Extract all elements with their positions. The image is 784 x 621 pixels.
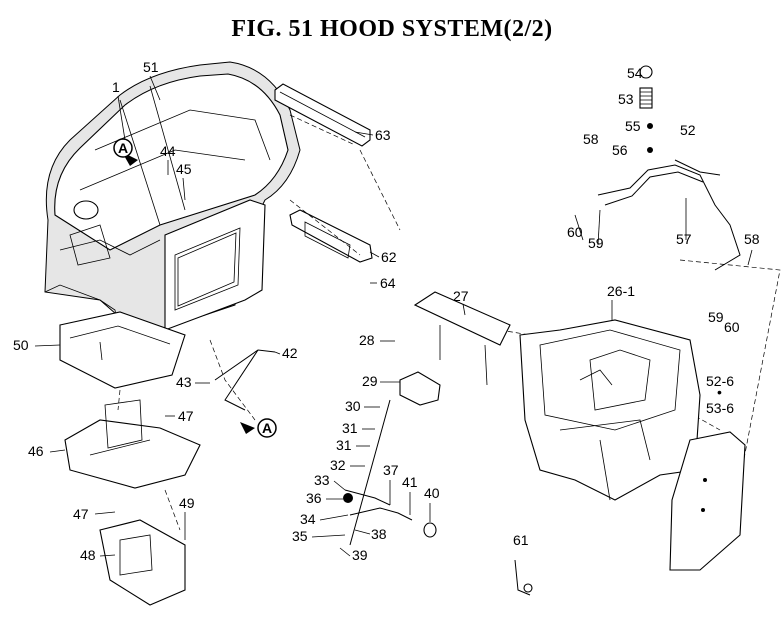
callout-label: 61 — [513, 532, 529, 548]
callout-label: 30 — [345, 398, 361, 414]
callout-label: 47 — [73, 506, 89, 522]
callout-label: 33 — [314, 472, 330, 488]
callout-label: 52 — [680, 122, 696, 138]
callout-label: 49 — [179, 495, 195, 511]
cap-part-54 — [639, 65, 653, 79]
rail-part-62 — [289, 209, 373, 263]
callout-label: 58 — [583, 131, 599, 147]
callout-label: 51 — [143, 59, 159, 75]
callout-label: 26-1 — [607, 283, 635, 299]
callout-label: 44 — [160, 143, 176, 159]
callout-label: 35 — [292, 528, 308, 544]
callout-label: • — [717, 384, 722, 400]
panel-part-50 — [59, 311, 186, 389]
spring-part-53 — [639, 87, 653, 109]
callout-label: 1 — [112, 79, 120, 95]
pin-part-61 — [514, 559, 533, 596]
callout-label: 43 — [176, 374, 192, 390]
callout-label: 27 — [453, 288, 469, 304]
callout-label: 31 — [336, 437, 352, 453]
callout-label: 53-6 — [706, 400, 734, 416]
callout-label: 52-6 — [706, 373, 734, 389]
callout-label: 59 — [588, 235, 604, 251]
arrow-marker-a-top: A — [113, 138, 138, 166]
arrow-marker-label: A — [262, 420, 272, 436]
callout-label: 40 — [424, 485, 440, 501]
hood-assembly — [44, 61, 301, 341]
callout-label: 32 — [330, 457, 346, 473]
plate-part-52-6 — [669, 431, 746, 571]
frame-part-26-1 — [519, 319, 701, 501]
callout-labels: 1 51 44 45 63 62 64 50 43 42 47 46 47 49… — [13, 59, 760, 563]
callout-label: 59 — [708, 309, 724, 325]
bracket-part-48 — [99, 519, 186, 606]
lever-part-52 — [597, 159, 741, 271]
bracket-part-29 — [399, 371, 441, 406]
callout-label: 62 — [381, 249, 397, 265]
callout-label: 31 — [342, 420, 358, 436]
plate-part-27 — [413, 291, 511, 386]
knob-part-36 — [343, 493, 353, 503]
leader-lines — [34, 75, 753, 557]
callout-label: 34 — [300, 511, 316, 527]
callout-label: 60 — [724, 319, 740, 335]
cap-part-40 — [423, 522, 437, 538]
callout-label: 48 — [80, 547, 96, 563]
callout-label: 41 — [402, 474, 418, 490]
callout-label: 55 — [625, 118, 641, 134]
callout-label: 45 — [176, 161, 192, 177]
callout-label: 53 — [618, 91, 634, 107]
callout-label: 63 — [375, 127, 391, 143]
rail-part-63 — [274, 83, 371, 147]
callout-label: 42 — [282, 345, 298, 361]
callout-label: 39 — [352, 547, 368, 563]
callout-label: 47 — [178, 408, 194, 424]
callout-label: 38 — [371, 526, 387, 542]
arrow-marker-a-bottom: A — [240, 418, 277, 438]
callout-label: 36 — [306, 490, 322, 506]
callout-label: 37 — [383, 462, 399, 478]
callout-label: 58 — [744, 231, 760, 247]
callout-label: 56 — [612, 142, 628, 158]
arrow-marker-label: A — [118, 140, 128, 156]
callout-label: 46 — [28, 443, 44, 459]
callout-label: 54 — [627, 65, 643, 81]
cover-part-46 — [64, 399, 201, 489]
callout-label: 28 — [359, 332, 375, 348]
callout-label: 50 — [13, 337, 29, 353]
figure-title: FIG. 51 HOOD SYSTEM(2/2) — [231, 16, 553, 42]
callout-label: 29 — [362, 373, 378, 389]
callout-label: 64 — [380, 275, 396, 291]
callout-label: 57 — [676, 231, 692, 247]
